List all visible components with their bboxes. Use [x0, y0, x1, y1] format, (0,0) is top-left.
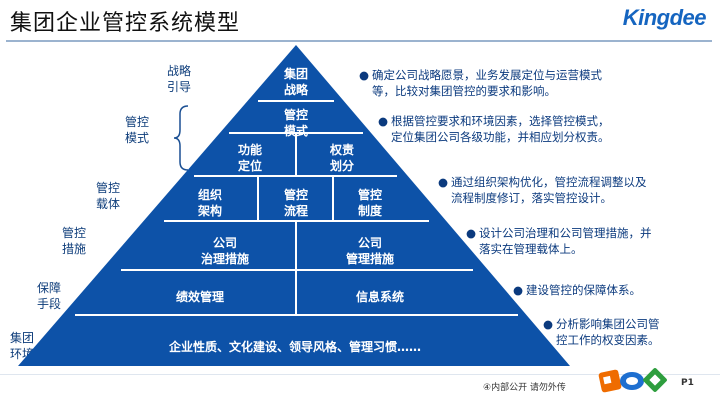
bullet-carrier-text: 通过组织架构优化，管控流程调整以及 流程制度修订，落实管控设计。 — [451, 175, 647, 205]
bullet-carrier: ● 通过组织架构优化，管控流程调整以及 流程制度修订，落实管控设计。 — [438, 174, 711, 206]
footer-logo-icon — [598, 368, 667, 393]
side-label-guarantee: 保障 手段 — [36, 281, 61, 311]
side-label-carrier: 管控 载体 — [95, 181, 120, 211]
pyramid-control-system: 管控 制度 — [357, 188, 382, 218]
bullet-measures: ● 设计公司治理和公司管理措施，并 落实在管理载体上。 — [466, 225, 709, 257]
side-label-measures: 管控 措施 — [61, 226, 86, 256]
side-label-mode: 管控 模式 — [124, 115, 149, 145]
pyramid-info-system: 信息系统 — [355, 290, 404, 304]
pyramid-company-management: 公司 管理措施 — [345, 236, 394, 266]
side-label-strategy: 战略 引导 — [166, 64, 191, 94]
bullet-mode-text: 根据管控要求和环境因素，选择管控模式， 定位集团公司各级功能，并相应划分权责。 — [391, 114, 610, 144]
bullet-dot-icon: ● — [359, 68, 370, 82]
title-divider — [6, 40, 712, 42]
pyramid-shape — [18, 45, 570, 366]
bullet-guarantee: ● 建设管控的保障体系。 — [513, 282, 706, 298]
pyramid-org-structure: 组织 架构 — [197, 188, 222, 218]
bullet-mode: ● 根据管控要求和环境因素，选择管控模式， 定位集团公司各级功能，并相应划分权责… — [378, 113, 701, 145]
bullet-dot-icon: ● — [513, 283, 524, 297]
footer-divider — [0, 374, 720, 375]
bullet-strategy-text: 确定公司战略愿景，业务发展定位与运营模式 等，比较对集团管控的要求和影响。 — [372, 68, 602, 98]
pyramid-control-process: 管控 流程 — [283, 188, 308, 218]
pyramid-apex: 集团 战略 — [283, 67, 308, 97]
bullet-dot-icon: ● — [378, 114, 389, 128]
pyramid-mode: 管控 模式 — [283, 108, 308, 138]
pyramid-performance: 绩效管理 — [175, 290, 224, 304]
pyramid-authority-division: 权责 划分 — [329, 143, 354, 173]
page-number: P1 — [681, 378, 694, 388]
footer-note: ④内部公开 请勿外传 — [483, 383, 566, 393]
page-title: 集团企业管控系统模型 — [10, 11, 241, 36]
kingdee-logo: Kingdee — [622, 5, 707, 30]
bullet-strategy: ● 确定公司战略愿景，业务发展定位与运营模式 等，比较对集团管控的要求和影响。 — [359, 67, 692, 99]
bullet-dot-icon: ● — [543, 317, 554, 331]
bullet-measures-text: 设计公司治理和公司管理措施，并 落实在管理载体上。 — [479, 226, 652, 256]
bullet-guarantee-text: 建设管控的保障体系。 — [526, 283, 641, 297]
pyramid-company-governance: 公司 治理措施 — [200, 236, 249, 266]
pyramid-base: 企业性质、文化建设、领导风格、管理习惯…… — [168, 340, 421, 354]
bullet-environment-text: 分析影响集团公司管 控工作的权变因素。 — [556, 317, 660, 347]
bullet-environment: ● 分析影响集团公司管 控工作的权变因素。 — [543, 316, 711, 348]
bullet-dot-icon: ● — [438, 175, 449, 189]
bullet-dot-icon: ● — [466, 226, 477, 240]
pyramid-function-position: 功能 定位 — [237, 143, 262, 173]
